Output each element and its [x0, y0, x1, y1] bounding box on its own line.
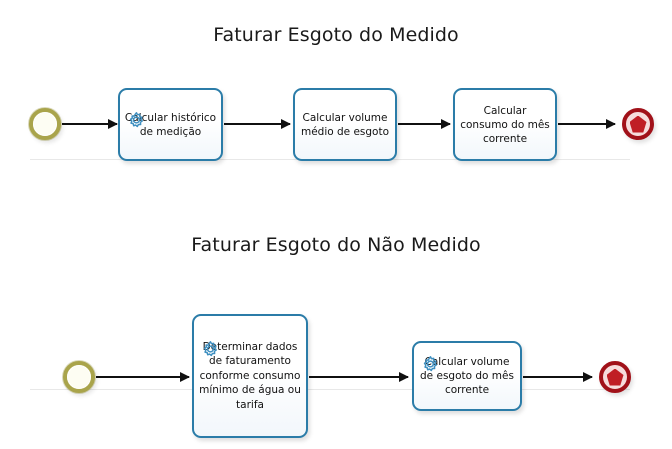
arrowhead-icon [399, 372, 409, 382]
task-label: Calcular consumo do mês corrente [460, 104, 550, 145]
task-content: Calcular volume de esgoto do mês corrent… [418, 355, 516, 397]
task-label: Calcular histórico de medição [124, 111, 217, 138]
task-label: Calcular volume de esgoto do mês corrent… [420, 356, 514, 396]
nao-medido-start-event[interactable] [63, 361, 95, 393]
task-content: Calcular volume médio de esgoto [299, 111, 391, 139]
nao-medido-flow-start-to-task1 [96, 372, 190, 382]
terminate-pentagon-icon [629, 115, 647, 133]
task-content: Determinar dados de faturamento conforme… [198, 340, 302, 413]
nao-medido-flow-task2-to-end [523, 372, 593, 382]
nao-medido-task-determinar-dados-faturamento[interactable]: Determinar dados de faturamento conforme… [192, 314, 308, 438]
render-guide-line-bottom [30, 389, 630, 390]
nao-medido-flow-task1-to-task2 [309, 372, 409, 382]
task-label: Determinar dados de faturamento conforme… [199, 340, 301, 411]
nao-medido-task-calcular-volume-esgoto-mes-corrente[interactable]: Calcular volume de esgoto do mês corrent… [412, 341, 522, 411]
medido-flow-task2-to-task3 [398, 119, 451, 129]
task-label: Calcular volume médio de esgoto [300, 111, 390, 138]
process-title-nao-medido: Faturar Esgoto do Não Medido [191, 234, 481, 256]
arrowhead-icon [108, 119, 118, 129]
medido-flow-task1-to-task2 [224, 119, 291, 129]
task-content: Calcular histórico de medição [124, 111, 217, 139]
arrowhead-icon [583, 372, 593, 382]
arrowhead-icon [606, 119, 616, 129]
task-content: Calcular consumo do mês corrente [459, 104, 551, 146]
process-title-medido: Faturar Esgoto do Medido [213, 24, 459, 46]
terminate-pentagon-icon [606, 368, 624, 386]
medido-end-event[interactable] [622, 108, 654, 140]
arrowhead-icon [180, 372, 190, 382]
medido-flow-start-to-task1 [62, 119, 118, 129]
medido-flow-task3-to-end [558, 119, 616, 129]
medido-task-calcular-consumo-mes-corrente[interactable]: Calcular consumo do mês corrente [453, 88, 557, 161]
nao-medido-end-event[interactable] [599, 361, 631, 393]
arrowhead-icon [281, 119, 291, 129]
arrowhead-icon [441, 119, 451, 129]
medido-task-calcular-historico-medicao[interactable]: Calcular histórico de medição [118, 88, 223, 161]
medido-task-calcular-volume-medio-esgoto[interactable]: Calcular volume médio de esgoto [293, 88, 397, 161]
medido-start-event[interactable] [29, 108, 61, 140]
